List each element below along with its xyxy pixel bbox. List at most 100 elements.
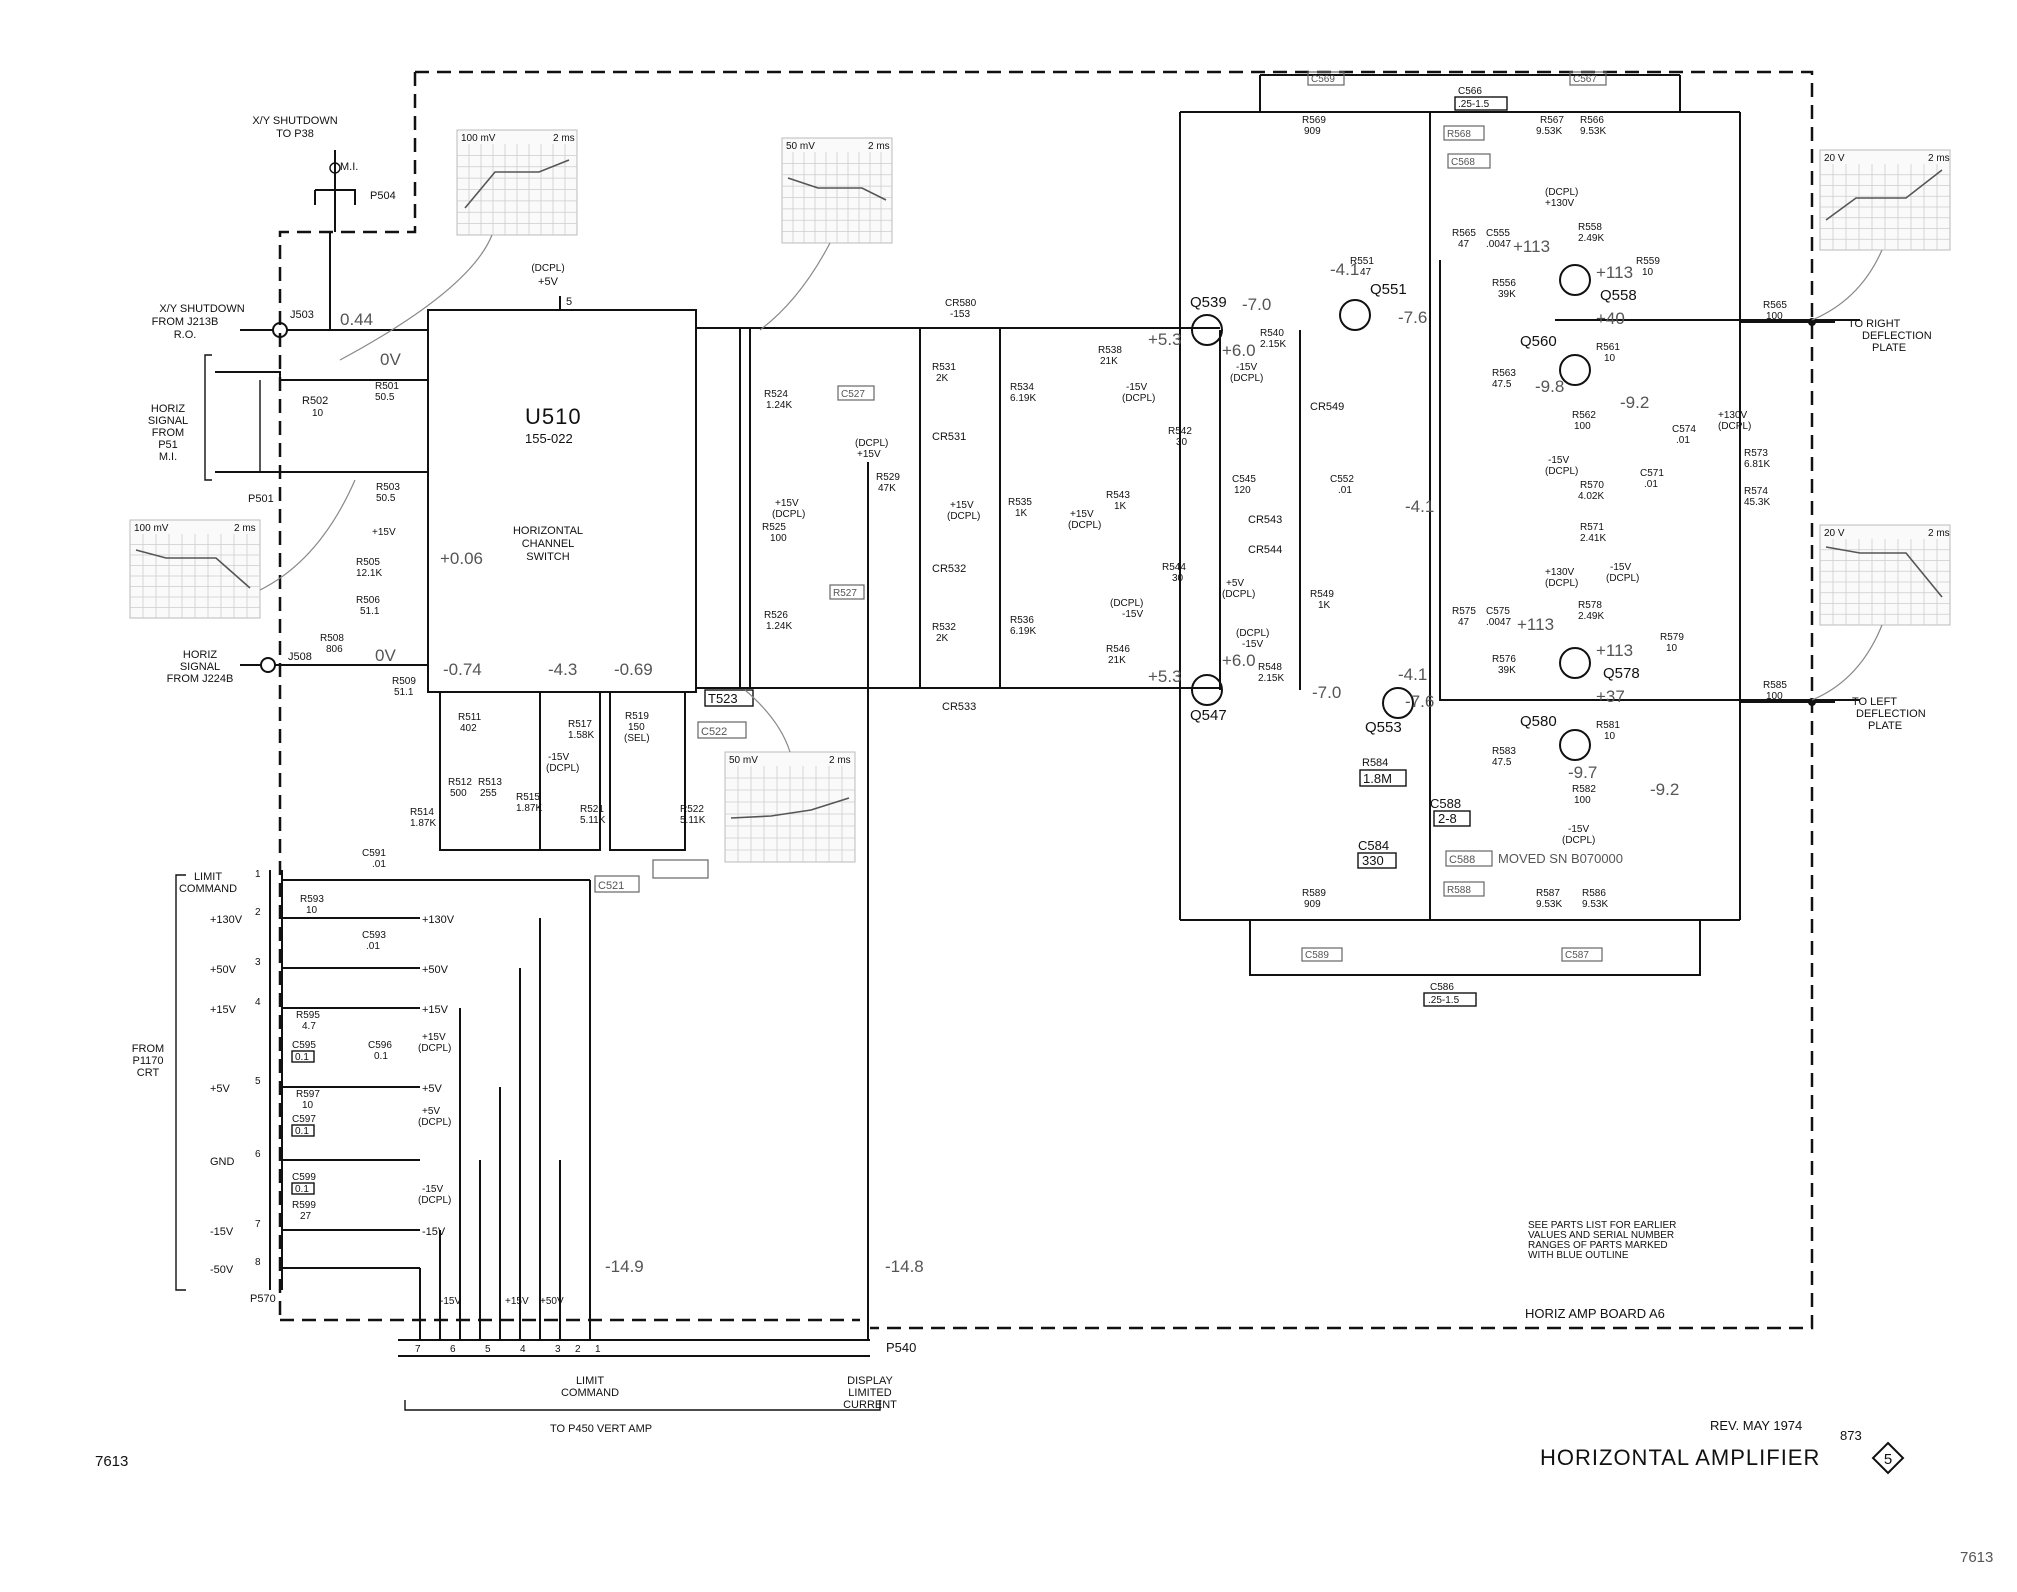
svg-text:1.87K: 1.87K (516, 803, 542, 814)
c569-label: C569 (1311, 74, 1335, 85)
out-n15v: -15V (422, 1226, 446, 1238)
horiz-j224-1: HORIZ (183, 649, 218, 661)
svg-text:R546: R546 (1106, 644, 1130, 655)
svg-text:51.1: 51.1 (394, 687, 414, 698)
svg-text:R575: R575 (1452, 606, 1476, 617)
svg-text:255: 255 (480, 788, 497, 799)
out-15v-dcpl-1: +15V (422, 1032, 446, 1043)
svg-text:R536: R536 (1010, 615, 1034, 626)
c575: C575.0047 (1486, 606, 1511, 628)
voltage-n4-1-b: -4.1 (1405, 497, 1434, 516)
label-p130-dcpl-b1: +130V (1545, 567, 1575, 578)
voltage-113-b: +113 (1596, 263, 1633, 282)
svg-text:330: 330 (1362, 853, 1384, 868)
horiz-p51-1: HORIZ (151, 403, 186, 415)
c522-label: C522 (701, 726, 727, 738)
svg-text:47: 47 (1458, 617, 1470, 628)
bus-n15v: -15V (440, 1296, 461, 1307)
svg-text:R565: R565 (1452, 228, 1476, 239)
svg-text:806: 806 (326, 644, 343, 655)
right-plate-2: DEFLECTION (1862, 330, 1932, 342)
notes: SEE PARTS LIST FOR EARLIER VALUES AND SE… (95, 1220, 1993, 1566)
scope-6-volts: 20 V (1824, 528, 1845, 539)
c589-label: C589 (1305, 950, 1329, 961)
svg-text:R571: R571 (1580, 522, 1604, 533)
right-plate-1: TO RIGHT (1848, 318, 1901, 330)
p540-label: P540 (886, 1340, 916, 1355)
horiz-j224-2: SIGNAL (180, 661, 220, 673)
out-15v-dcpl-2: (DCPL) (418, 1043, 451, 1054)
svg-text:.25-1.5: .25-1.5 (1428, 995, 1460, 1006)
output-voltages: +5.3 +5.3 +6.0 +6.0 -7.0 -7.0 -4.1 -4.1 … (1148, 237, 1679, 799)
output-stage: Q539 Q547 Q551 Q553 Q558 Q560 Q578 Q580 … (1068, 71, 1932, 1007)
p570-label: P570 (250, 1293, 276, 1305)
p540-bus: -14.9 -14.8 -15V +15V +50V 7 6 5 4 3 2 1… (398, 1257, 924, 1435)
voltage-n0-74: -0.74 (443, 660, 482, 679)
svg-text:2.15K: 2.15K (1258, 673, 1284, 684)
label-n15-dcpl-e1: (DCPL) (1236, 628, 1269, 639)
c555: C555.0047 (1486, 228, 1511, 250)
svg-text:6.19K: 6.19K (1010, 393, 1036, 404)
svg-text:5: 5 (1884, 1451, 1892, 1468)
svg-text:9.53K: 9.53K (1536, 126, 1562, 137)
svg-text:21K: 21K (1108, 655, 1126, 666)
svg-text:R578: R578 (1578, 600, 1602, 611)
svg-text:R570: R570 (1580, 480, 1604, 491)
svg-text:R502: R502 (302, 395, 328, 407)
svg-text:5.11K: 5.11K (580, 815, 606, 826)
out-130v: +130V (422, 914, 455, 926)
svg-text:R565: R565 (1763, 300, 1787, 311)
bus-pin-1: 1 (595, 1344, 601, 1355)
c571: C571.01 (1640, 468, 1664, 490)
svg-text:R569: R569 (1302, 115, 1326, 126)
label-p130-a1: +130V (1718, 410, 1748, 421)
svg-text:100: 100 (1574, 795, 1591, 806)
input-section: X/Y SHUTDOWN TO P38 M.I. P504 X/Y SHUTDO… (148, 115, 428, 685)
scope-5-time: 2 ms (1928, 153, 1950, 164)
svg-text:9.53K: 9.53K (1580, 126, 1606, 137)
svg-text:4.02K: 4.02K (1578, 491, 1604, 502)
svg-text:47: 47 (1360, 267, 1372, 278)
voltage-n4-1-a: -4.1 (1330, 260, 1359, 279)
rail-n50v: -50V (210, 1264, 234, 1276)
svg-text:R501: R501 (375, 381, 399, 392)
right-plate-3: PLATE (1872, 342, 1906, 354)
out-5v-dcpl-2: (DCPL) (418, 1117, 451, 1128)
svg-text:R503: R503 (376, 482, 400, 493)
svg-text:R542: R542 (1168, 426, 1192, 437)
svg-text:R581: R581 (1596, 720, 1620, 731)
q551-label: Q551 (1370, 281, 1407, 298)
rail-15v: +15V (210, 1004, 237, 1016)
scope-4-time: 2 ms (829, 755, 851, 766)
svg-text:R573: R573 (1744, 448, 1768, 459)
scope-inset: 20 V 2 ms (1819, 149, 1951, 251)
svg-text:C595: C595 (292, 1040, 316, 1051)
display-limited-3: CURRENT (843, 1399, 897, 1411)
svg-text:C574: C574 (1672, 424, 1696, 435)
svg-text:909: 909 (1304, 126, 1321, 137)
p570-pin-7: 7 (255, 1219, 261, 1230)
label-n15-dcpl-h2: (DCPL) (1562, 835, 1595, 846)
note-line-1: SEE PARTS LIST FOR EARLIER (1528, 1220, 1676, 1231)
svg-text:100: 100 (1574, 421, 1591, 432)
label-p130-dcpl-a1: (DCPL) (1545, 187, 1578, 198)
q553-label: Q553 (1365, 719, 1402, 736)
